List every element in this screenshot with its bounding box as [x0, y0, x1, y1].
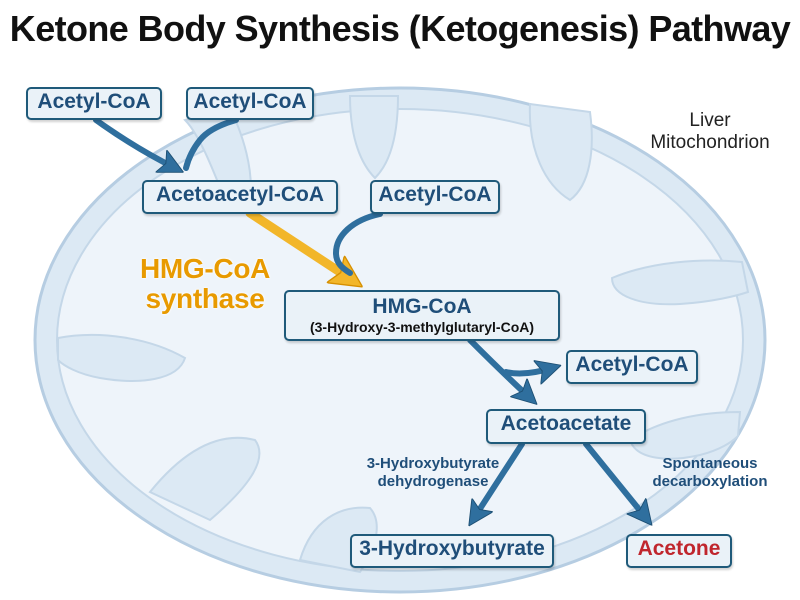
crista-top-center	[348, 95, 400, 180]
node-acetoacetate: Acetoacetate	[486, 409, 646, 444]
page-title: Ketone Body Synthesis (Ketogenesis) Path…	[9, 8, 791, 49]
arrow-acetyl1-to-acetoacetyl	[93, 117, 175, 168]
crista-top-right	[528, 102, 593, 202]
node-hmg-coa: HMG-CoA (3-Hydroxy-3-methylglutaryl-CoA)	[284, 290, 560, 341]
node-hmg-coa-label: HMG-CoA	[372, 295, 472, 318]
enzyme-hmg-coa-synthase-line2: synthase	[145, 283, 265, 314]
node-acetyl-coa-4: Acetyl-CoA	[566, 350, 698, 384]
arrow-hmg-to-acetoacetate	[467, 337, 530, 398]
arrow-acetyl2-to-acetoacetyl	[183, 117, 239, 171]
label-spontaneous-decarboxylation: Spontaneous decarboxylation	[630, 455, 790, 491]
arrow-hmg-to-acetyl4	[503, 368, 552, 374]
node-acetyl-coa-3: Acetyl-CoA	[370, 180, 500, 214]
enzyme-dehydrogenase-line1: 3-Hydroxybutyrate	[366, 455, 500, 472]
enzyme-3-hydroxybutyrate-dehydrogenase: 3-Hydroxybutyrate dehydrogenase	[343, 455, 523, 491]
crista-bottom-left	[148, 436, 261, 522]
node-acetoacetyl-coa: Acetoacetyl-CoA	[142, 180, 338, 214]
enzyme-hmg-coa-synthase: HMG-CoA synthase	[120, 254, 290, 314]
enzyme-dehydrogenase-line2: dehydrogenase	[377, 473, 489, 490]
organelle-label: Liver Mitochondrion	[630, 110, 790, 154]
crista-right-lower	[628, 410, 742, 460]
node-acetone: Acetone	[626, 534, 732, 568]
node-3-hydroxybutyrate: 3-Hydroxybutyrate	[350, 534, 554, 568]
organelle-label-line2: Mitochondrion	[650, 132, 770, 153]
arrow-acetoacetate-to-hydroxybutyrate	[474, 441, 525, 518]
node-acetyl-coa-2: Acetyl-CoA	[186, 87, 314, 120]
node-hmg-coa-fullname: (3-Hydroxy-3-methylglutaryl-CoA)	[309, 319, 535, 335]
organelle-label-line1: Liver	[689, 110, 731, 131]
label-decarb-line2: decarboxylation	[652, 473, 768, 490]
arrow-acetoacetyl-to-hmg	[245, 208, 352, 280]
crista-right-upper	[610, 259, 750, 306]
enzyme-hmg-coa-synthase-line1: HMG-CoA	[139, 253, 271, 284]
label-decarb-line1: Spontaneous	[662, 455, 758, 472]
arrow-acetyl3-to-hmg	[333, 211, 383, 276]
pathway-arrows	[93, 117, 646, 518]
arrow-acetoacetate-to-acetone	[583, 441, 646, 518]
node-acetyl-coa-1: Acetyl-CoA	[26, 87, 162, 120]
crista-left	[57, 333, 187, 382]
